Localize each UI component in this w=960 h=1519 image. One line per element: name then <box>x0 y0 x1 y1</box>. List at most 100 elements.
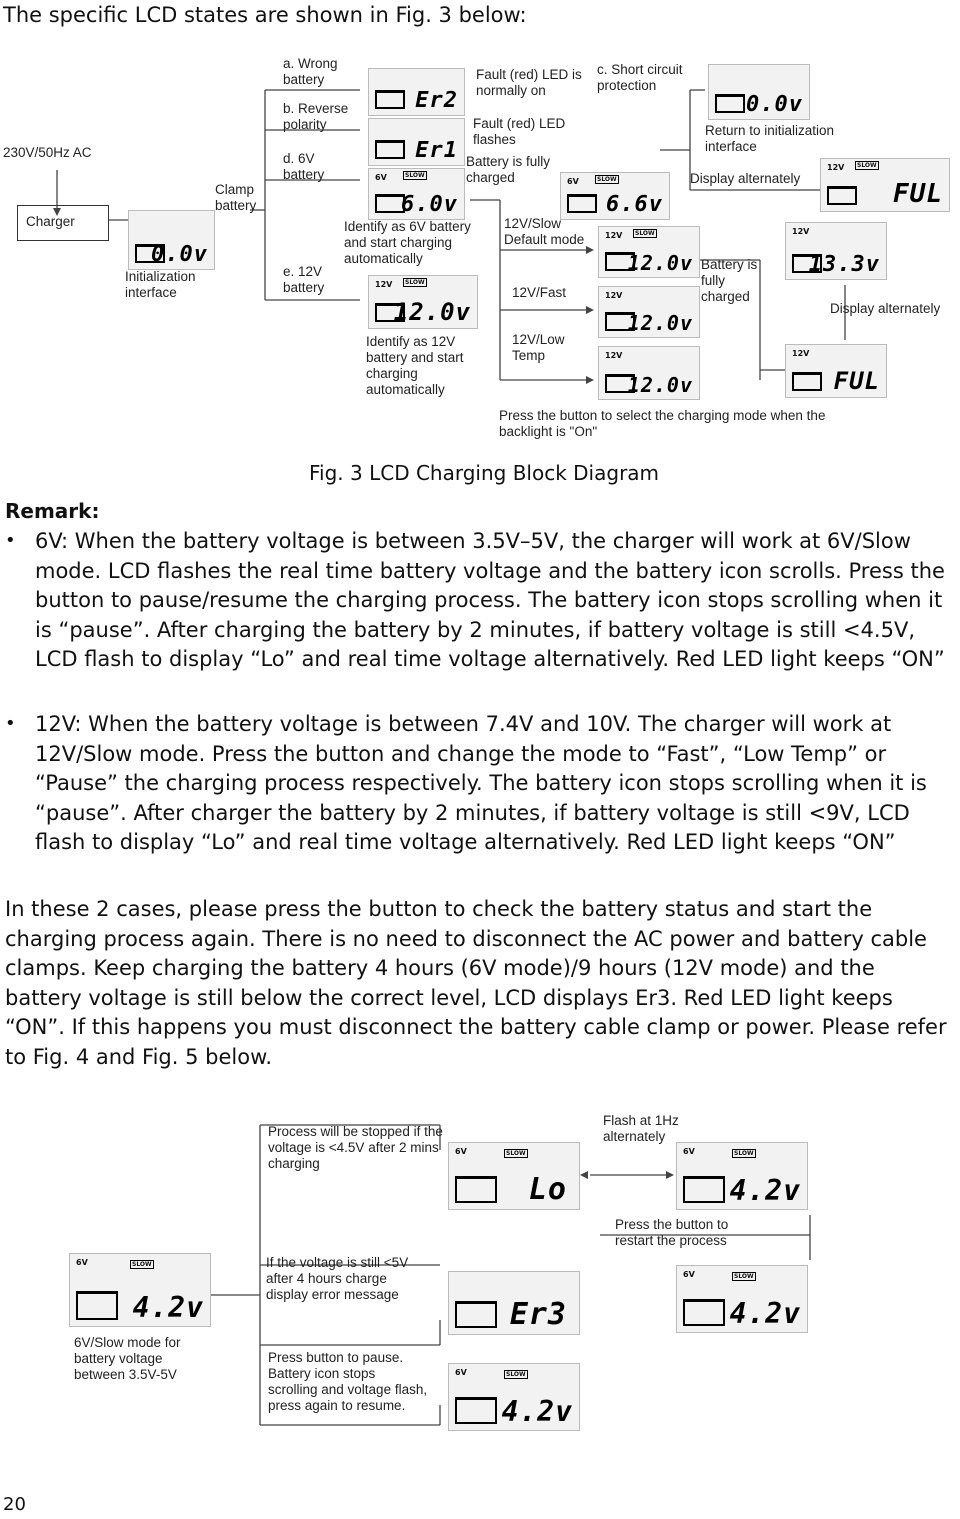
short-circuit-label: c. Short circuit protection <box>597 62 683 93</box>
lcd-er1-value: Er1 <box>415 138 458 163</box>
lcd-fast-value: 12.0v <box>627 311 693 335</box>
lcd-restart-value: 4.2v <box>729 1297 801 1330</box>
slow-tag: SLOW <box>504 1370 528 1379</box>
wrong-battery-label: a. Wrong battery <box>283 56 338 87</box>
page-number: 20 <box>3 1494 26 1515</box>
lcd-er3: Er3 <box>448 1271 580 1335</box>
body-paragraph: In these 2 cases, please press the butto… <box>5 897 947 1069</box>
lcd-short: 6V SLOW 6.6v <box>560 172 670 220</box>
slow-tag: SLOW <box>855 161 879 170</box>
lcd-slow: 12V SLOW 12.0v <box>598 226 700 278</box>
tag-12v: 12V <box>792 349 810 358</box>
lcd-lo: 6V SLOW Lo <box>448 1142 580 1210</box>
fault-on-label: Fault (red) LED is normally on <box>476 67 582 98</box>
tag-12v: 12V <box>605 351 623 360</box>
tag-12v: 12V <box>605 291 623 300</box>
twelve-v-label: e. 12V battery <box>283 264 325 295</box>
fig45-diagram: Process will be stopped if the voltage i… <box>0 1105 960 1435</box>
battery-icon <box>683 1176 725 1203</box>
reverse-polarity-label: b. Reverse polarity <box>283 101 349 132</box>
tag-12v: 12V <box>605 231 623 240</box>
lcd-return: 0.0v <box>708 64 810 120</box>
slow-tag: SLOW <box>633 229 657 238</box>
battery-icon <box>135 244 165 263</box>
lcd-er2: Er2 <box>368 68 465 116</box>
low-temp-label: 12V/Low Temp <box>512 332 565 363</box>
tag-6v: 6V <box>683 1147 695 1156</box>
tag-12v: 12V <box>792 227 810 236</box>
lcd-er1: Er1 <box>368 118 465 166</box>
lcd-ful: 12V SLOW FUL <box>820 158 950 212</box>
fig3-diagram: 230V/50Hz AC Charger 0.0v Initialization… <box>0 50 960 450</box>
identify6-label: Identify as 6V battery and start chargin… <box>344 219 471 266</box>
lcd-init: 0.0v <box>128 210 215 270</box>
pause-label: Press button to pause. Battery icon stop… <box>268 1350 428 1413</box>
flash-label: Flash at 1Hz alternately <box>603 1113 679 1144</box>
lcd-init-value: 0.0v <box>151 242 208 267</box>
lcd-ful-value: FUL <box>893 179 943 209</box>
mode6-label: 6V/Slow mode for battery voltage between… <box>74 1335 181 1382</box>
battery-icon <box>792 372 822 391</box>
tag-6v: 6V <box>455 1147 467 1156</box>
battery-icon <box>455 1301 497 1328</box>
battery-icon <box>715 94 745 113</box>
battery-icon <box>605 374 635 393</box>
tag-12v: 12V <box>827 163 845 172</box>
display-alt1-label: Display alternately <box>690 171 801 186</box>
fig3-caption: Fig. 3 LCD Charging Block Diagram <box>309 461 660 485</box>
lcd-er3-value: Er3 <box>509 1297 567 1332</box>
battery-icon <box>375 194 405 213</box>
tag-6v: 6V <box>76 1258 88 1267</box>
charger-label: Charger <box>26 214 75 229</box>
restart-label: Press the button to restart the process <box>615 1217 729 1248</box>
battery-icon <box>827 186 857 205</box>
lcd-ful2-value: FUL <box>833 367 880 395</box>
lcd-6v-value: 6.0v <box>401 192 458 217</box>
slow-tag: SLOW <box>732 1272 756 1281</box>
tag-6v: 6V <box>683 1270 695 1279</box>
clamp-label: Clamp battery <box>215 182 257 213</box>
lcd-pause: 6V SLOW 4.2v <box>448 1363 580 1431</box>
lcd-return-value: 0.0v <box>746 92 803 117</box>
lcd-6v-start-value: 4.2v <box>132 1291 204 1324</box>
fig45-connectors <box>210 1124 811 1426</box>
slow-tag: SLOW <box>504 1149 528 1158</box>
lcd-13v: 12V 13.3v <box>785 222 887 280</box>
error-label: If the voltage is still <5V after 4 hour… <box>266 1255 409 1302</box>
input-label: 230V/50Hz AC <box>3 145 92 160</box>
slow-tag: SLOW <box>130 1260 154 1269</box>
battery-icon <box>76 1291 118 1320</box>
lcd-lowtemp: 12V 12.0v <box>598 346 700 400</box>
battery-icon <box>455 1176 497 1203</box>
fault-flash-label: Fault (red) LED flashes <box>473 116 566 147</box>
remark-title: Remark: <box>5 499 100 523</box>
battery-icon <box>567 194 597 213</box>
slow-default-label: 12V/Slow Default mode <box>504 216 585 247</box>
lcd-lo-value: Lo <box>528 1172 567 1207</box>
lcd-12v-value: 12.0v <box>393 298 471 326</box>
lcd-restart: 6V SLOW 4.2v <box>676 1265 808 1333</box>
battery-icon <box>605 252 635 271</box>
slow-tag: SLOW <box>595 175 619 184</box>
charger-box: Charger <box>17 205 109 241</box>
slow-tag: SLOW <box>403 171 427 180</box>
battery-icon <box>683 1299 725 1326</box>
fully-charged2-label: Battery is fully charged <box>701 257 758 304</box>
slow-tag: SLOW <box>732 1149 756 1158</box>
identify12-label: Identify as 12V battery and start chargi… <box>366 334 464 397</box>
stopped-label: Process will be stopped if the voltage i… <box>268 1124 443 1171</box>
bullet-1-marker: • <box>5 530 16 551</box>
battery-icon <box>375 140 405 159</box>
bullet-2-marker: • <box>5 713 16 734</box>
lcd-slow-value: 12.0v <box>627 251 693 275</box>
lcd-lowtemp-value: 12.0v <box>627 373 693 397</box>
battery-icon <box>792 254 822 273</box>
fully-charged-label: Battery is fully charged <box>466 154 551 185</box>
lcd-fast: 12V 12.0v <box>598 286 700 338</box>
battery-icon <box>375 90 405 109</box>
lcd-ful2: 12V FUL <box>785 344 887 398</box>
display-alt2-label: Display alternately <box>830 301 941 316</box>
intro-text: The specific LCD states are shown in Fig… <box>3 3 527 27</box>
tag-6v: 6V <box>455 1368 467 1377</box>
battery-icon <box>455 1397 497 1424</box>
